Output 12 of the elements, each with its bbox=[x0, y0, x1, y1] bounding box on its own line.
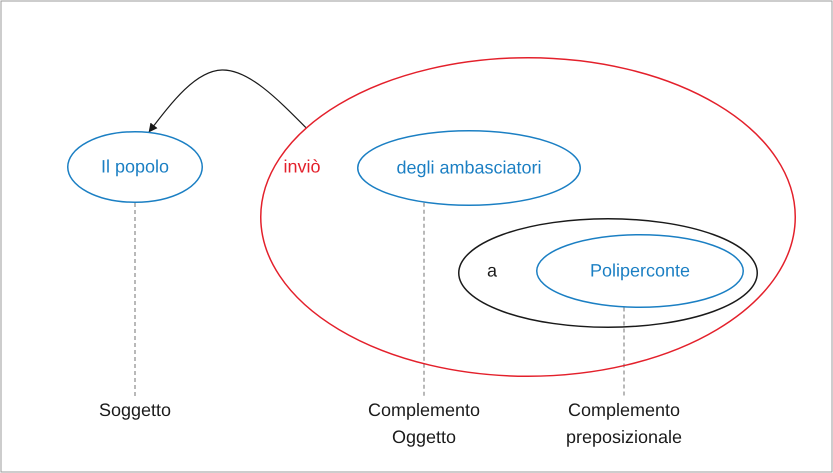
phrase-label: Poliperconte bbox=[590, 260, 690, 282]
curved-arrow bbox=[148, 69, 306, 132]
phrase-label: inviò bbox=[283, 156, 321, 178]
role-label: Soggetto bbox=[60, 397, 210, 424]
phrase-label: a bbox=[487, 260, 497, 282]
leader-line bbox=[423, 202, 425, 397]
role-label: Complemento preposizionale bbox=[534, 397, 714, 451]
role-label: Complemento Oggetto bbox=[334, 397, 514, 451]
leader-line bbox=[134, 203, 136, 397]
phrase-label: degli ambasciatori bbox=[396, 156, 542, 180]
phrase-label: Il popolo bbox=[100, 156, 170, 178]
leader-line bbox=[623, 308, 625, 397]
